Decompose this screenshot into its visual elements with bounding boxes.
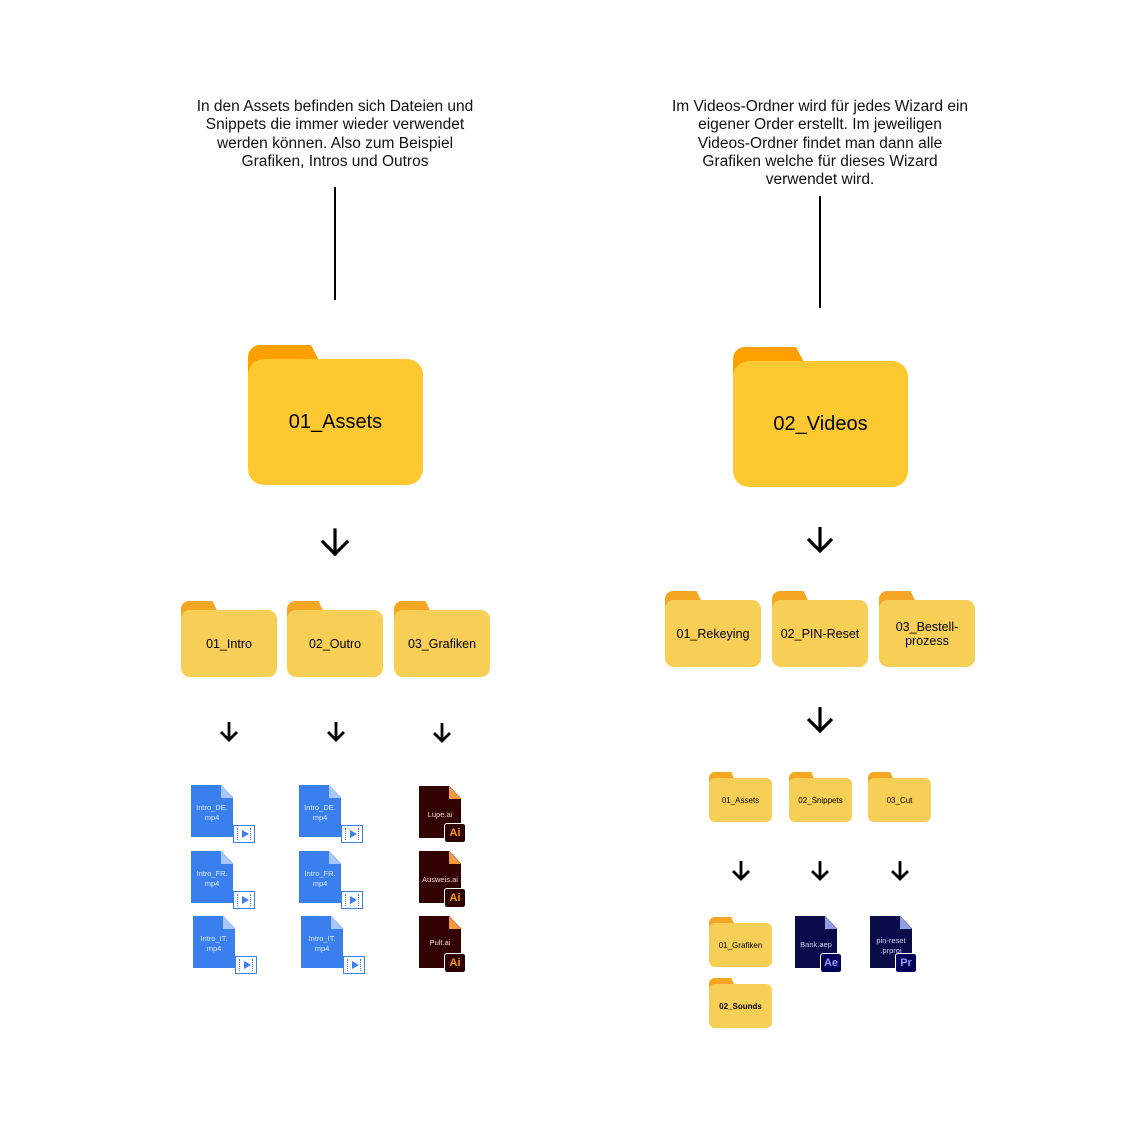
videos-description: Im Videos-Ordner wird für jedes Wizard e…	[671, 98, 969, 189]
folder-01-rekeying[interactable]: 01_Rekeying	[665, 591, 761, 667]
folder-02-snippets[interactable]: 02_Snippets	[789, 772, 852, 822]
folder-03-cut[interactable]: 03_Cut	[868, 772, 931, 822]
file-lupe-ai[interactable]: Lupe.ai Ai	[419, 786, 466, 843]
file-intro-de-mp4[interactable]: Intro_DE. mp4	[191, 785, 255, 843]
file-outro-fr-mp4[interactable]: Intro_FR. mp4	[299, 851, 363, 909]
arrow-down-icon	[806, 707, 834, 734]
folder-02-sounds[interactable]: 02_Sounds	[709, 978, 772, 1028]
folder-02-outro[interactable]: 02_Outro	[287, 601, 383, 677]
arrow-down-icon	[806, 527, 834, 554]
premiere-pro-icon: Pr	[895, 953, 917, 973]
file-pin-reset-prproj[interactable]: pin-reset .prproj Pr	[870, 916, 917, 973]
video-file-icon	[233, 891, 255, 909]
folder-03-bestellprozess[interactable]: 03_Bestell- prozess	[879, 591, 975, 667]
file-intro-it-mp4[interactable]: Intro_IT. mp4	[193, 916, 257, 974]
folder-03-grafiken[interactable]: 03_Grafiken	[394, 601, 490, 677]
video-file-icon	[235, 956, 257, 974]
folder-01-assets-wizard[interactable]: 01_Assets	[709, 772, 772, 822]
video-file-icon	[343, 956, 365, 974]
folder-01-assets[interactable]: 01_Assets	[248, 345, 423, 485]
file-intro-fr-mp4[interactable]: Intro_FR. mp4	[191, 851, 255, 909]
video-file-icon	[341, 825, 363, 843]
assets-connector-line	[334, 187, 336, 300]
file-outro-it-mp4[interactable]: Intro_IT. mp4	[301, 916, 365, 974]
arrow-down-icon	[732, 861, 750, 881]
arrow-down-icon	[220, 722, 238, 742]
file-ausweis-ai[interactable]: Ausweis.ai Ai	[419, 851, 466, 908]
video-file-icon	[341, 891, 363, 909]
arrow-down-icon	[811, 861, 829, 881]
arrow-down-icon	[320, 528, 350, 557]
after-effects-icon: Ae	[820, 953, 842, 973]
folder-01-intro[interactable]: 01_Intro	[181, 601, 277, 677]
assets-description: In den Assets befinden sich Dateien und …	[196, 98, 474, 170]
illustrator-icon: Ai	[444, 953, 466, 973]
file-pult-ai[interactable]: Pult.ai Ai	[419, 916, 466, 973]
illustrator-icon: Ai	[444, 823, 466, 843]
folder-01-grafiken[interactable]: 01_Grafiken	[709, 917, 772, 967]
arrow-down-icon	[327, 722, 345, 742]
illustrator-icon: Ai	[444, 888, 466, 908]
video-file-icon	[233, 825, 255, 843]
videos-connector-line	[819, 196, 821, 308]
arrow-down-icon	[891, 861, 909, 881]
file-bank-aep[interactable]: Bank.aep Ae	[795, 916, 842, 973]
folder-02-pin-reset[interactable]: 02_PIN-Reset	[772, 591, 868, 667]
arrow-down-icon	[433, 723, 451, 743]
folder-02-videos[interactable]: 02_Videos	[733, 347, 908, 487]
file-outro-de-mp4[interactable]: Intro_DE. mp4	[299, 785, 363, 843]
